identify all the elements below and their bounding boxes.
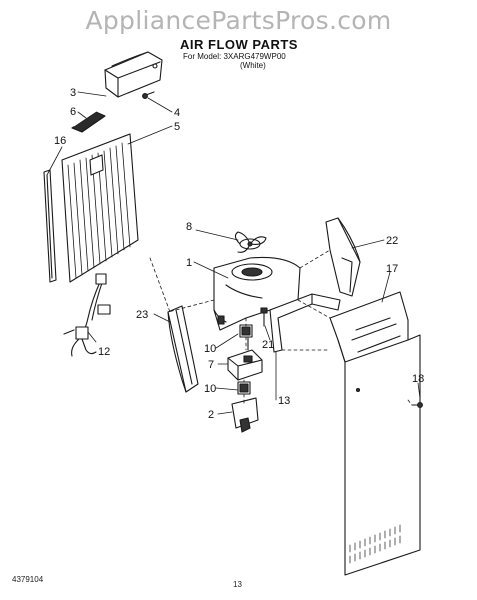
air-duct-cover	[329, 291, 421, 576]
motor-bracket	[231, 397, 259, 433]
model-number: For Model: 3XARG479WP00	[183, 52, 286, 61]
side-strip	[43, 169, 57, 283]
part-label-3: 3	[70, 87, 76, 99]
part-label-17: 17	[386, 263, 398, 275]
part-label-13: 13	[278, 395, 290, 407]
part-label-10-lower: 10	[204, 383, 216, 395]
foam-seal	[71, 109, 106, 133]
diagram-title: AIR FLOW PARTS	[180, 37, 298, 52]
part-label-1: 1	[186, 257, 192, 269]
part-label-8: 8	[186, 221, 192, 233]
watermark: AppliancePartsPros.com	[85, 6, 392, 35]
motor-grommet-upper	[239, 324, 253, 338]
part-label-23: 23	[136, 309, 148, 321]
page-number: 13	[233, 580, 242, 589]
part-label-5: 5	[174, 121, 180, 133]
fan-blade	[234, 231, 267, 253]
part-label-10-upper: 10	[204, 343, 216, 355]
fan-shroud	[213, 256, 301, 331]
document-number: 4379104	[12, 575, 44, 584]
part-label-6: 6	[70, 106, 76, 118]
motor-grommet-lower	[237, 381, 251, 395]
part-label-18: 18	[412, 373, 424, 385]
duct-grille-panel	[61, 133, 139, 283]
evaporator-fan-motor	[227, 337, 263, 381]
part-label-12: 12	[98, 346, 110, 358]
left-foam-block	[167, 305, 199, 393]
part-label-7: 7	[208, 359, 214, 371]
part-label-21: 21	[262, 339, 274, 351]
screw-part-4	[142, 91, 155, 99]
u-frame	[269, 293, 341, 353]
model-color: (White)	[240, 61, 266, 70]
part-label-16: 16	[54, 135, 66, 147]
wire-harness	[63, 273, 111, 357]
part-label-22: 22	[386, 235, 398, 247]
screw-part-18	[411, 402, 423, 408]
air-duct-top	[104, 51, 163, 98]
part-label-2: 2	[208, 409, 214, 421]
screw-part-21	[260, 307, 268, 327]
part-label-4: 4	[174, 107, 180, 119]
right-foam-block	[325, 217, 361, 297]
